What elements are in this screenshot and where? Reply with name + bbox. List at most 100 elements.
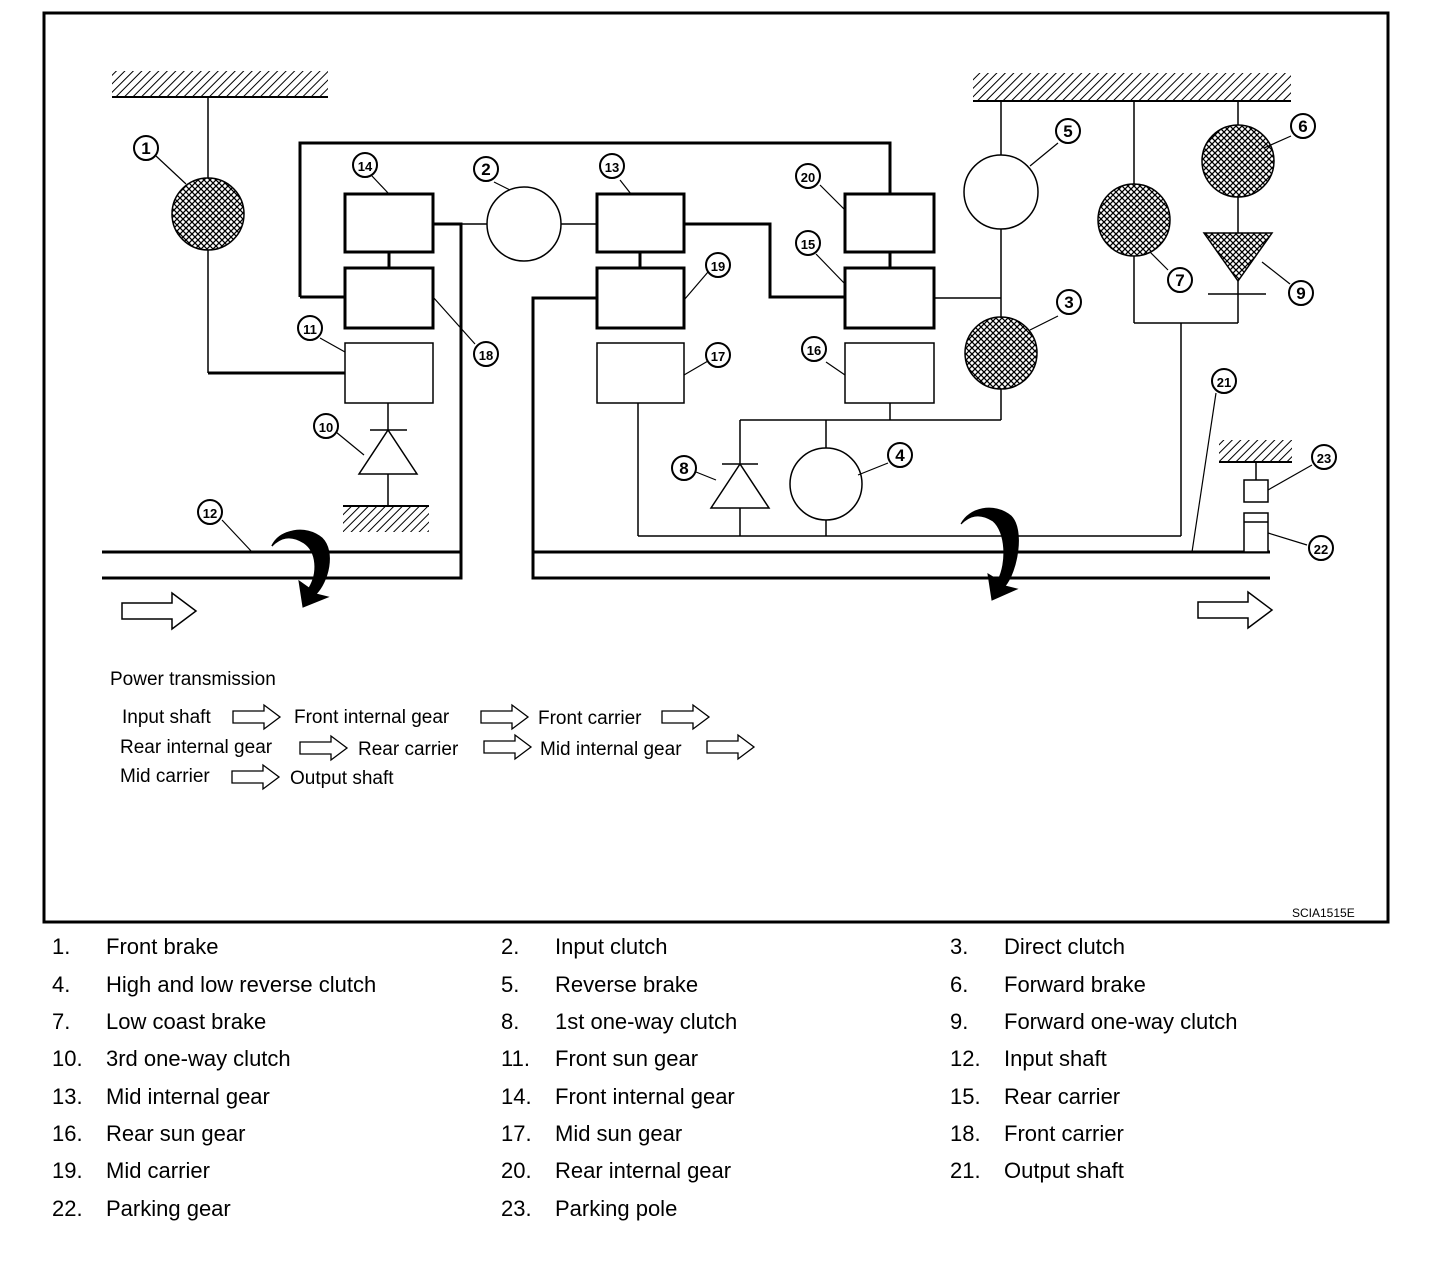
callout-number: 3 (1064, 293, 1073, 312)
pt-step-rear-internal-gear: Rear internal gear (120, 737, 273, 758)
legend-label: Low coast brake (106, 1009, 267, 1034)
flow-direction-arrows (121, 590, 1274, 631)
input-clutch-circle (486, 186, 562, 262)
callout-3: 3 (1056, 289, 1082, 315)
legend-number: 17. (501, 1121, 532, 1146)
callout-number: 9 (1296, 284, 1305, 303)
legend-label: Rear internal gear (555, 1158, 732, 1183)
callout-6: 6 (1290, 113, 1316, 139)
ground-hatches (112, 71, 1292, 532)
callout-number: 20 (801, 170, 815, 185)
rotation-arrows (271, 507, 1019, 608)
callout-number: 6 (1298, 117, 1307, 136)
legend-number: 22. (52, 1196, 83, 1221)
legend-number: 9. (950, 1009, 969, 1034)
callout-22: 22 (1308, 535, 1334, 561)
legend-number: 23. (501, 1196, 532, 1221)
thin-links (207, 97, 1266, 537)
legend-number: 16. (52, 1121, 83, 1146)
high-low-reverse-clutch-circle (789, 447, 863, 521)
legend-label: Forward brake (1004, 972, 1146, 997)
callout-number: 5 (1063, 122, 1072, 141)
legend-label: Input clutch (555, 934, 668, 959)
pt-step-mid-internal-gear: Mid internal gear (540, 739, 682, 760)
legend-label: Rear carrier (1004, 1084, 1121, 1109)
callout-13: 13 (599, 153, 625, 179)
leader-lines (155, 135, 1313, 553)
thick-shafts (102, 141, 1270, 580)
callout-number: 15 (801, 237, 815, 252)
callout-number: 22 (1314, 542, 1328, 557)
parking-pole-shape (1243, 479, 1269, 503)
pt-step-front-internal-gear: Front internal gear (294, 707, 450, 728)
pt-step-rear-carrier: Rear carrier (358, 739, 459, 760)
mid-carrier-box (595, 266, 686, 330)
parking-gear-shape (1243, 512, 1269, 553)
first-one-way-clutch (709, 462, 771, 509)
callout-14: 14 (352, 152, 378, 178)
callout-20: 20 (795, 163, 821, 189)
legend-number: 14. (501, 1084, 532, 1109)
planetary-elements (343, 192, 936, 404)
legend-number: 19. (52, 1158, 83, 1183)
legend-label: High and low reverse clutch (106, 972, 377, 997)
rear-carrier-box (843, 266, 936, 330)
callout-10: 10 (313, 413, 339, 439)
legend-label: 3rd one-way clutch (106, 1046, 291, 1071)
legend-label: Mid sun gear (555, 1121, 683, 1146)
callout-number: 11 (303, 322, 317, 337)
pt-step-mid-carrier: Mid carrier (120, 766, 210, 787)
reverse-brake-circle (963, 154, 1039, 230)
forward-brake-circle (1201, 124, 1275, 198)
legend-label: Front carrier (1004, 1121, 1124, 1146)
rear-internal-gear-box (843, 192, 936, 254)
legend-label: Direct clutch (1004, 934, 1126, 959)
power-transmission-arrows (231, 703, 756, 791)
legend-number: 4. (52, 972, 71, 997)
callout-number: 21 (1217, 375, 1231, 390)
low-coast-brake-circle (1097, 183, 1171, 257)
callout-11: 11 (297, 315, 323, 341)
legend-number: 1. (52, 934, 71, 959)
legend-label: Rear sun gear (106, 1121, 246, 1146)
mid-internal-gear-box (595, 192, 686, 254)
direct-clutch-circle (964, 316, 1038, 390)
diagram-frame (42, 11, 1390, 924)
callout-21: 21 (1211, 368, 1237, 394)
front-carrier-box (343, 266, 435, 330)
parking-mechanism (1243, 479, 1269, 553)
callout-number: 10 (319, 420, 333, 435)
callout-number: 17 (711, 349, 725, 364)
legend-label: 1st one-way clutch (555, 1009, 738, 1034)
front-sun-gear-box (344, 342, 434, 404)
legend-number: 15. (950, 1084, 981, 1109)
mid-sun-gear-box (596, 342, 685, 404)
legend-number: 20. (501, 1158, 532, 1183)
callout-number: 23 (1317, 451, 1331, 466)
rear-sun-gear-box (844, 342, 935, 404)
callout-2: 2 (473, 156, 499, 182)
callout-number: 13 (605, 160, 619, 175)
third-one-way-clutch (357, 428, 419, 475)
callout-number: 2 (481, 160, 490, 179)
callout-12: 12 (197, 499, 223, 525)
callout-number: 14 (358, 159, 373, 174)
legend-number: 5. (501, 972, 520, 997)
legend-label: Front brake (106, 934, 219, 959)
callout-number: 8 (679, 459, 688, 478)
legend-label: Input shaft (1004, 1046, 1107, 1071)
power-transmission-steps: Input shaft Front internal gear Front ca… (120, 707, 682, 789)
legend-number: 13. (52, 1084, 83, 1109)
callout-number: 16 (807, 343, 821, 358)
front-internal-gear-box (343, 192, 435, 254)
callout-number: 1 (141, 139, 150, 158)
forward-one-way-clutch (1202, 232, 1274, 283)
callout-4: 4 (887, 442, 913, 468)
front-brake-circle (171, 177, 245, 251)
legend-label: Front sun gear (555, 1046, 699, 1071)
legend-number: 8. (501, 1009, 520, 1034)
legend-label: Output shaft (1004, 1158, 1124, 1183)
callout-7: 7 (1167, 267, 1193, 293)
clutch-brake-circles (171, 124, 1275, 521)
